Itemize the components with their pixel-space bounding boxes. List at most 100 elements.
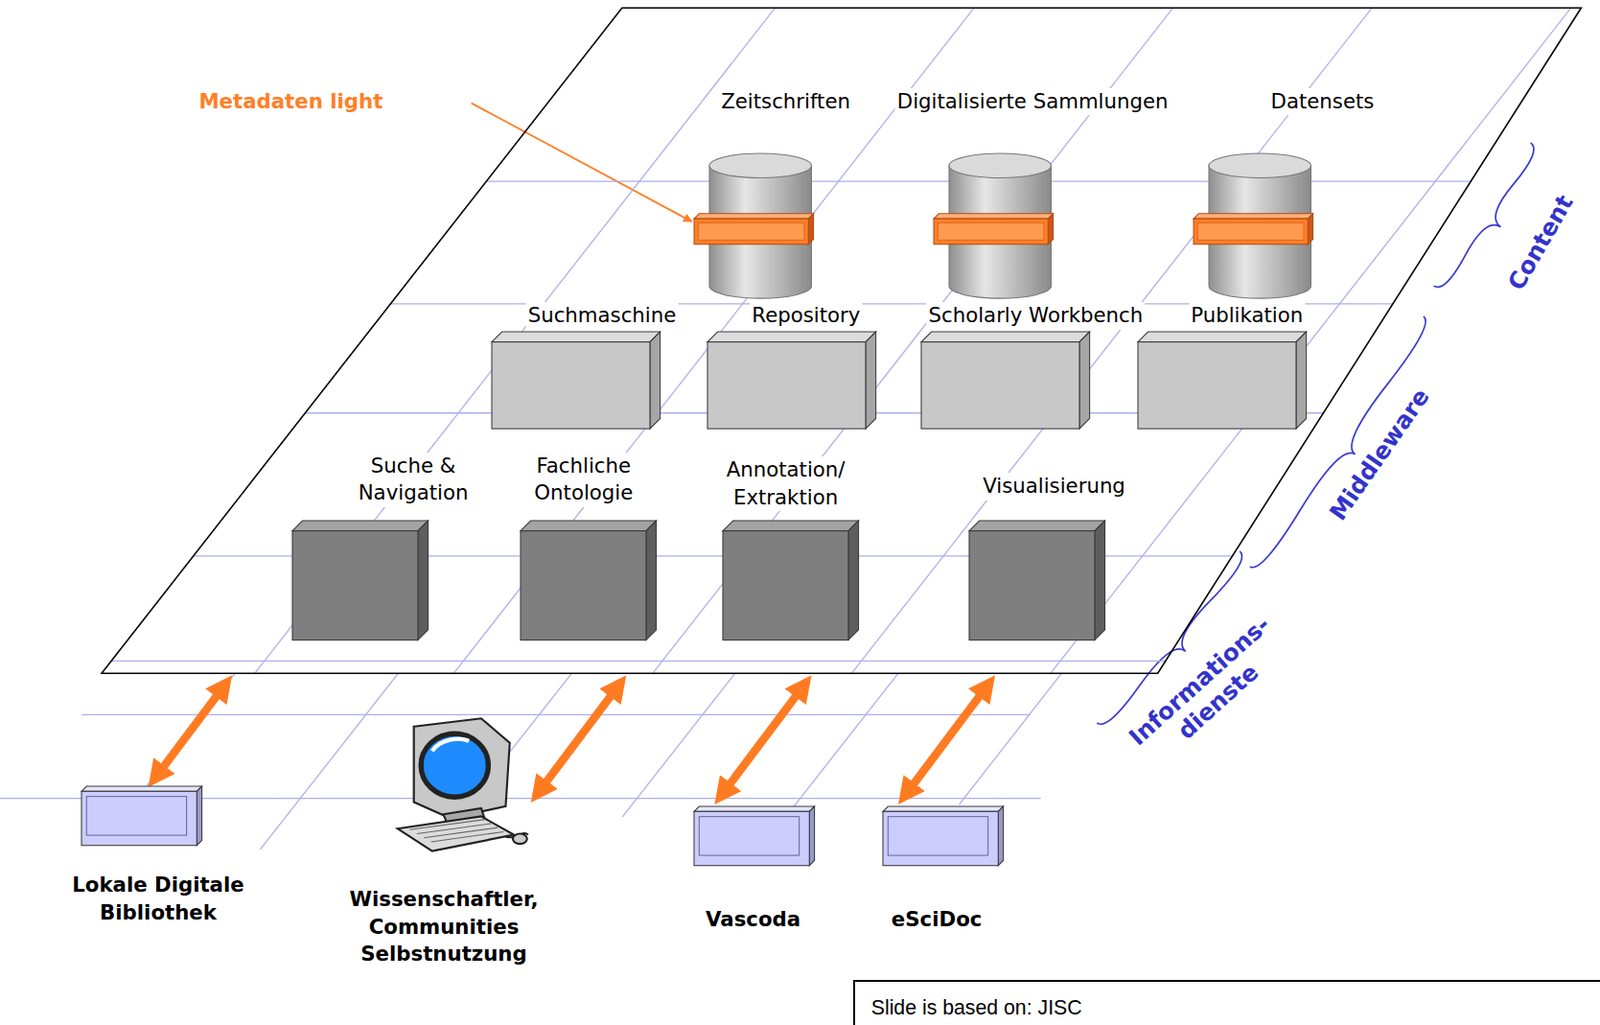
box-front	[707, 342, 866, 429]
middleware-box-shape	[491, 331, 661, 429]
box-side	[848, 520, 859, 641]
middleware-box: Repository	[707, 331, 877, 429]
service-box-shape	[520, 520, 657, 641]
leader-line	[471, 103, 693, 223]
bar-inner	[697, 222, 805, 240]
content-cylinder-label: Zeitschriften	[718, 88, 853, 116]
service-box-label: Visualisierung	[980, 472, 1128, 501]
grid-line	[652, 8, 1174, 674]
grid-line	[81, 714, 1031, 716]
box-side	[1296, 331, 1307, 429]
source-note-box: Slide is based on: JISC	[853, 979, 1600, 1025]
client-box: Vascoda	[694, 806, 815, 866]
cylinder-top	[709, 153, 812, 179]
bar-front	[694, 218, 809, 245]
bar-side	[1308, 212, 1314, 244]
keyboard-keys	[431, 831, 505, 842]
box-top	[707, 331, 877, 343]
box-top	[81, 786, 203, 791]
client-box-label: Lokale Digitale Bibliothek	[46, 871, 271, 927]
box-top	[969, 520, 1106, 532]
box-front	[292, 530, 418, 640]
service-box-label: Annotation/ Extraktion	[712, 456, 859, 511]
box-top	[694, 806, 815, 812]
bar-side	[1047, 212, 1053, 244]
client-box: Lokale Digitale Bibliothek	[81, 786, 203, 846]
box-front	[722, 530, 849, 640]
service-cube	[520, 520, 657, 641]
metadata-bar	[694, 212, 814, 244]
box-top	[520, 520, 657, 532]
keyboard	[397, 816, 514, 852]
middleware-cube	[921, 331, 1090, 429]
platform-plane-label: Middleware	[1322, 381, 1437, 528]
client-bevel	[86, 795, 186, 835]
box-side	[865, 331, 877, 429]
grid-line	[259, 673, 398, 850]
middleware-box: Publikation	[1137, 331, 1307, 429]
platform-plane-label: Content	[1501, 188, 1580, 298]
box-side	[417, 520, 429, 641]
box-front	[520, 530, 647, 640]
middleware-box-shape	[707, 331, 877, 429]
client-cube	[694, 806, 815, 866]
client-bevel	[698, 816, 799, 856]
service-box-shape	[969, 520, 1106, 641]
content-cylinder: Digitalisierte Sammlungen	[949, 153, 1051, 299]
keyboard-keys	[417, 823, 492, 835]
box-front	[1137, 342, 1297, 429]
service-box-shape	[722, 520, 859, 641]
middleware-box-label: Suchmaschine	[526, 301, 679, 330]
box-top	[1137, 331, 1307, 343]
middleware-cube	[1137, 331, 1307, 429]
cylinder-top	[1208, 153, 1311, 179]
platform-plane-label: Informations- dienste	[1101, 590, 1317, 792]
client-box-shape	[694, 806, 815, 866]
service-box-label: Suche & Navigation	[345, 452, 482, 508]
client-box-shape	[882, 806, 1004, 866]
service-box: Visualisierung	[969, 520, 1106, 641]
client-cube	[81, 786, 203, 846]
middleware-box-label: Publikation	[1188, 301, 1305, 330]
grid-line	[1449, 8, 1600, 674]
box-side	[1094, 520, 1106, 641]
access-arrow	[718, 681, 807, 798]
box-front	[694, 811, 810, 865]
access-arrow	[535, 681, 622, 796]
layer-braces	[1096, 142, 1534, 724]
keyboard-keys	[410, 819, 487, 831]
box-side	[196, 786, 202, 846]
monitor-screen	[421, 733, 489, 797]
access-arrow	[903, 681, 991, 798]
plane-outline	[101, 8, 1581, 674]
content-cylinder-label: Digitalisierte Sammlungen	[895, 88, 1171, 116]
grid-line	[1250, 8, 1600, 674]
cylinder-top	[949, 153, 1051, 179]
computer-icon-shape	[387, 714, 531, 858]
client-box: eSciDoc	[882, 806, 1004, 866]
bar-front	[1193, 218, 1308, 245]
access-arrow	[153, 681, 228, 781]
middleware-box-label: Scholarly Workbench	[927, 301, 1146, 330]
service-cube	[292, 520, 429, 641]
content-cylinder: Datensets	[1208, 153, 1311, 299]
box-top	[921, 331, 1090, 343]
box-front	[882, 811, 998, 865]
middleware-box-shape	[921, 331, 1090, 429]
content-cylinder: Zeitschriften	[709, 153, 812, 299]
bar-inner	[1198, 222, 1305, 240]
client-box-label: eSciDoc	[889, 905, 985, 934]
computer-icon-label: Wissenschaftler, Communities Selbstnutzu…	[322, 885, 566, 969]
box-top	[491, 331, 661, 343]
content-cylinder-shape	[1208, 153, 1311, 299]
screen-glare	[432, 739, 469, 752]
monitor-body	[414, 718, 511, 818]
client-box-shape	[81, 786, 203, 846]
box-side	[997, 806, 1003, 866]
bar-top	[694, 212, 814, 218]
client-cube	[882, 806, 1004, 866]
middleware-cube	[491, 331, 661, 429]
callout-label: Metadaten light	[196, 88, 385, 116]
